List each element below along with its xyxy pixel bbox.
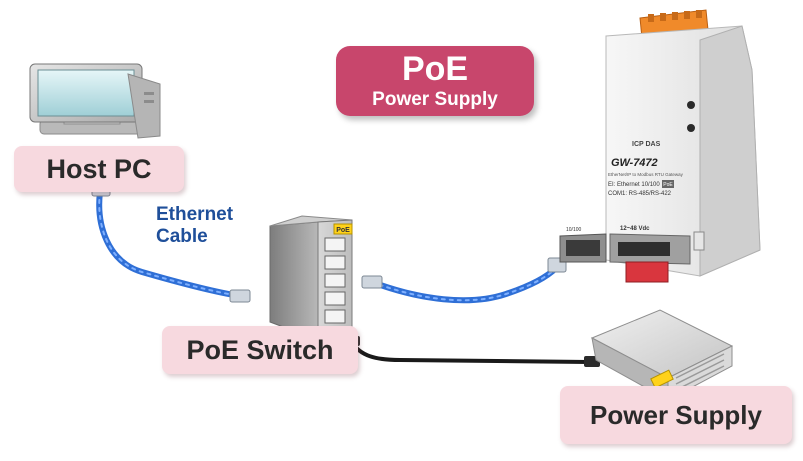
device-brand: ICP DAS [632,141,661,148]
device-spec-line1: EI: Ethernet 10/100 [608,182,660,188]
host-pc-icon [29,63,161,139]
switch-ports [324,237,346,324]
title-sub: Power Supply [372,89,498,110]
host-pc-label: Host PC [14,146,184,192]
device-spec-badge: PoE [663,182,673,188]
device-port-label-left: 10/100 [566,227,582,233]
ethernet-cable-label-line2: Cable [156,226,208,247]
ethernet-cable-label: Ethernet Cable [156,204,233,248]
device-spec-line2: COM1: RS-485/RS-422 [608,191,672,197]
poe-power-supply-title: PoE Power Supply [336,46,534,116]
device-model: GW-7472 [611,157,658,169]
gateway-device-icon: ICP DAS GW-7472 EtherNet/IP to Modbus RT… [559,9,761,283]
poe-switch-icon: PoE [269,215,353,341]
poe-switch-label: PoE Switch [162,326,358,374]
power-supply-label: Power Supply [560,386,792,444]
device-port-label-right: 12~48 Vdc [620,226,650,232]
power-cable [350,340,590,364]
switch-badge: PoE [336,227,350,234]
title-main: PoE [401,50,469,88]
ethernet-cable-label-line1: Ethernet [156,204,234,225]
ethernet-cable-switch-gateway [369,265,559,304]
device-description: EtherNet/IP to Modbus RTU Gateway [608,172,684,177]
